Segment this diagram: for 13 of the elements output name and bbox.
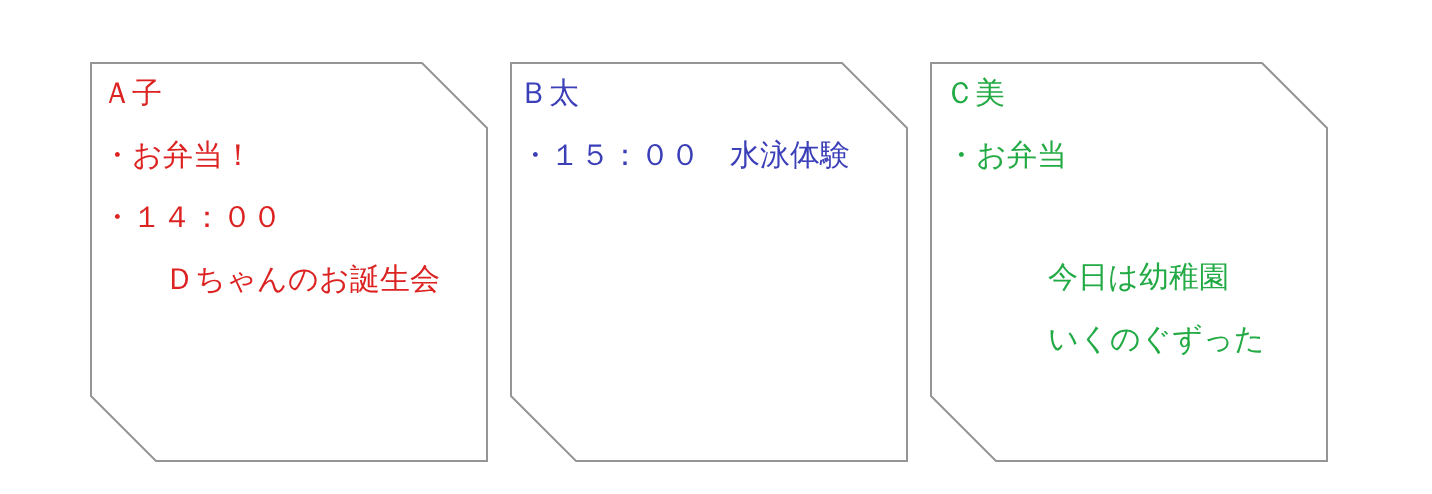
note-card [510,62,908,462]
card-heading: Ａ子 [102,78,162,108]
note-text: ・お弁当！ [102,140,253,170]
note-card [930,62,1328,462]
note-text: ・１４：００ [102,202,282,232]
note-text: ・１５：００ 水泳体験 [520,140,850,170]
note-card [90,62,488,462]
note-text: いくのぐずった [1048,324,1265,354]
card-heading: Ｂ太 [519,78,579,108]
note-text: 今日は幼稚園 [1048,262,1229,292]
card-heading: Ｃ美 [945,78,1005,108]
note-text: ・お弁当 [946,140,1067,170]
note-text: Ｄちゃんのお誕生会 [165,264,440,294]
